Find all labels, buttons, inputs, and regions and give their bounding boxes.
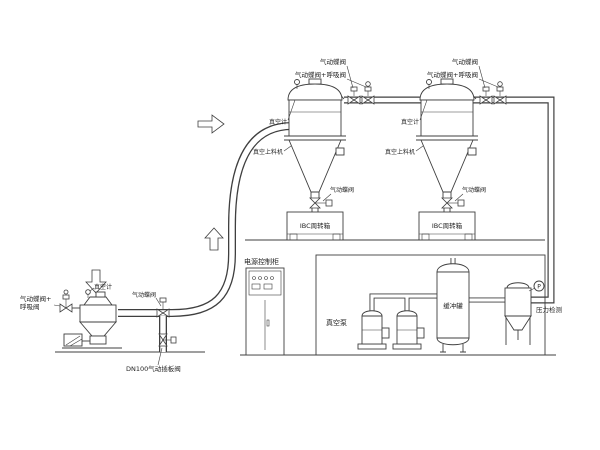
feeder-gauge-leader [89,287,95,292]
feeder-motor [63,333,83,347]
cabinet-button-1 [251,283,261,290]
cabinet-panel [248,270,282,296]
feeder-gauge-label: 真空计 [94,283,112,291]
tank-top-dome [436,263,470,273]
pressure-detect-label: 压力检测 [536,305,563,314]
feeding-station: 气动蝶阀+ 呼吸阀 真空计 [20,283,122,349]
feeder-body [79,304,117,323]
tank-legs [440,344,466,353]
motor-hatch [65,335,83,347]
infeed-down-arrow-icon [85,269,107,294]
feeder-vacuum-gauge-icon [85,289,91,295]
slide-gate-valve-label: DN100气动插板阀 [126,364,181,373]
filter-body [504,287,532,317]
indicator-light-3 [264,276,268,280]
filter-legs [505,316,531,345]
rotary-feeder [89,335,107,345]
top-right-arrow-icon [197,114,225,134]
riser-up-arrow-icon [204,227,224,251]
pump-room-enclosure [315,254,546,356]
pressure-filter-unit: P 压力检测 [504,280,563,345]
pump-manifold-bore [370,258,507,312]
pipe-valve-leader [155,297,162,307]
indicator-light-4 [270,276,274,280]
indicator-light-2 [258,276,262,280]
cyclone-unit-1 [252,56,375,241]
buffer-tank-label: 缓冲罐 [443,301,463,310]
control-cabinet: 电源控制柜 [244,257,285,356]
cabinet-label: 电源控制柜 [244,257,279,266]
flow-arrows [85,114,225,294]
feeder-cone [79,321,117,337]
feeder-breather-label-line2: 呼吸阀 [20,302,40,311]
pressure-gauge-symbol: P [537,284,541,291]
vacuum-pump-2 [392,310,425,350]
gauge-stem [528,287,536,292]
slide-gate-valve-leader [157,347,163,366]
vacuum-pump-label: 真空泵 [326,318,347,327]
cyclone-unit-2 [384,56,507,241]
vacuum-pump-1 [357,310,390,350]
feeder-breather-label-line1: 气动蝶阀+ [20,294,51,303]
indicator-light-1 [252,276,256,280]
pipe-butterfly-valve-icon [156,297,170,318]
pipe-valve-label: 气动蝶阀 [132,291,156,299]
feeder-breather-valve-icon [59,289,73,313]
cabinet-button-2 [263,283,273,290]
tank-bottom-dish [436,337,470,346]
filter-cone [504,315,532,331]
pressure-gauge-icon [533,280,545,292]
material-pipe-bore [118,123,293,316]
pump-room: 真空泵 缓冲罐 P 压力检测 [315,254,563,356]
slide-gate-valve-icon [158,333,177,347]
buffer-tank: 缓冲罐 [436,263,470,353]
feeder-breather-leader [53,304,61,307]
cabinet-handle [266,319,270,327]
filter-cap [506,282,530,289]
feeder-cap [95,291,106,298]
feeder-lid [83,296,113,306]
